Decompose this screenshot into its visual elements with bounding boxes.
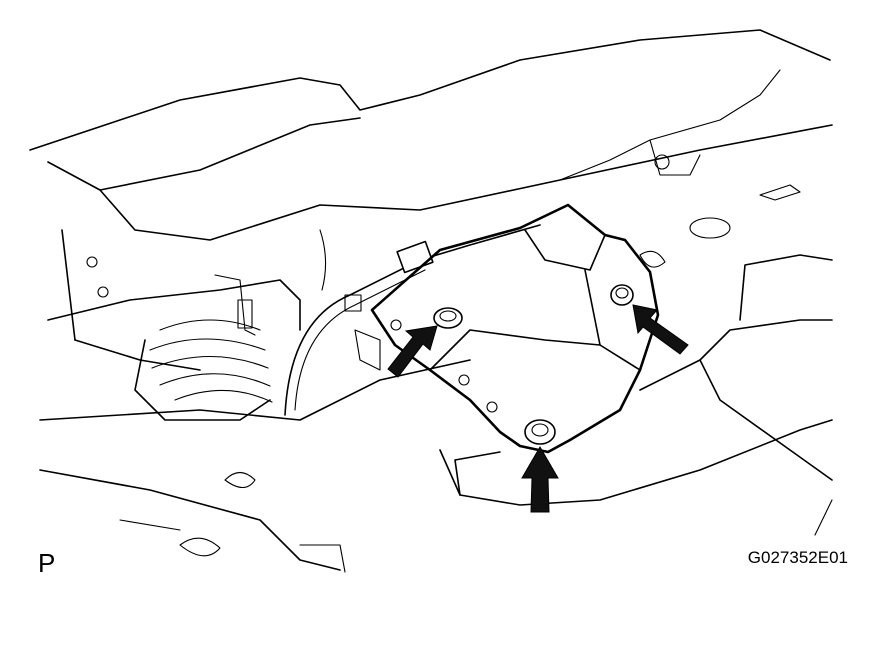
bolt-left [433,307,463,329]
suspension-coil-spring [134,274,273,421]
figure-code: G027352E01 [747,548,848,567]
left-frame-rail [39,229,471,571]
body-floor-panel [29,29,833,241]
arrow-bolt-bottom [521,446,559,513]
view-label: P [38,548,56,578]
bolt-bottom [524,419,556,445]
bolt-right [610,284,634,306]
arrow-bolt-right [632,304,689,355]
lower-left-details [119,519,346,573]
cover-plate [370,203,660,454]
arrow-icon [387,304,689,513]
arrow-bolt-left [387,325,438,378]
brake-tube [284,224,541,416]
right-crossmember [439,217,833,536]
